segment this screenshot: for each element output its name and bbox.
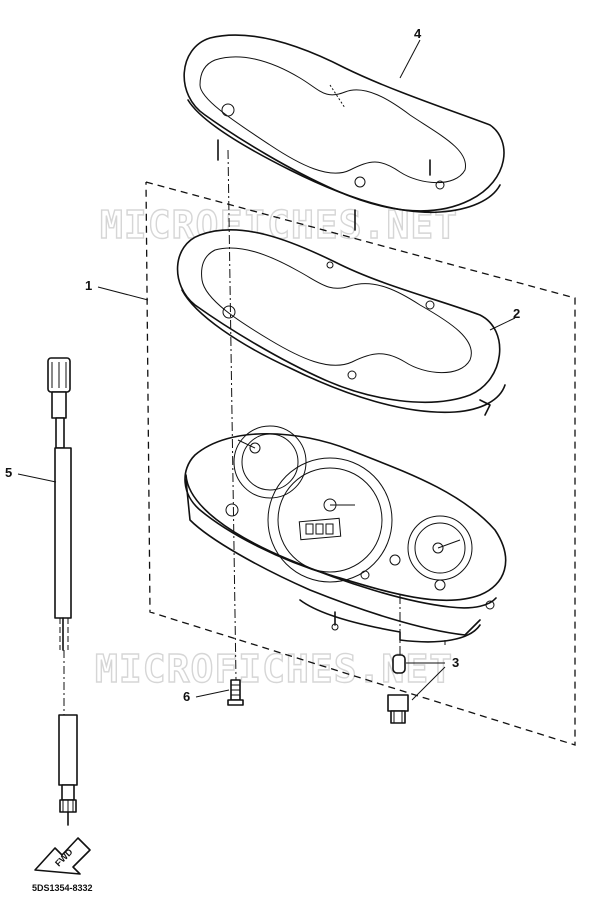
fwd-arrow: FWD — [34, 837, 91, 875]
leader-4 — [399, 39, 421, 79]
part-2-inner-bezel — [176, 229, 506, 416]
leader-5 — [17, 473, 57, 483]
alignment-line-left — [227, 149, 237, 681]
part-5-speedo-cable — [47, 357, 78, 826]
leader-3b — [411, 666, 446, 701]
callout-2: 2 — [513, 306, 520, 321]
leader-6 — [195, 689, 230, 698]
callout-5: 5 — [5, 465, 12, 480]
callout-1: 1 — [85, 278, 92, 293]
part-4-outer-bezel — [183, 34, 505, 231]
part-6-screw — [227, 679, 244, 706]
leader-2 — [489, 317, 516, 331]
part-1-meter-assembly — [184, 425, 507, 645]
leader-1 — [97, 286, 149, 301]
callout-3: 3 — [452, 655, 459, 670]
part-3-bulb-socket — [387, 654, 409, 724]
callout-4: 4 — [414, 26, 422, 41]
reference-code: 5DS1354-8332 — [32, 883, 93, 893]
callout-6: 6 — [183, 689, 190, 704]
assembly-boundary — [145, 181, 576, 746]
